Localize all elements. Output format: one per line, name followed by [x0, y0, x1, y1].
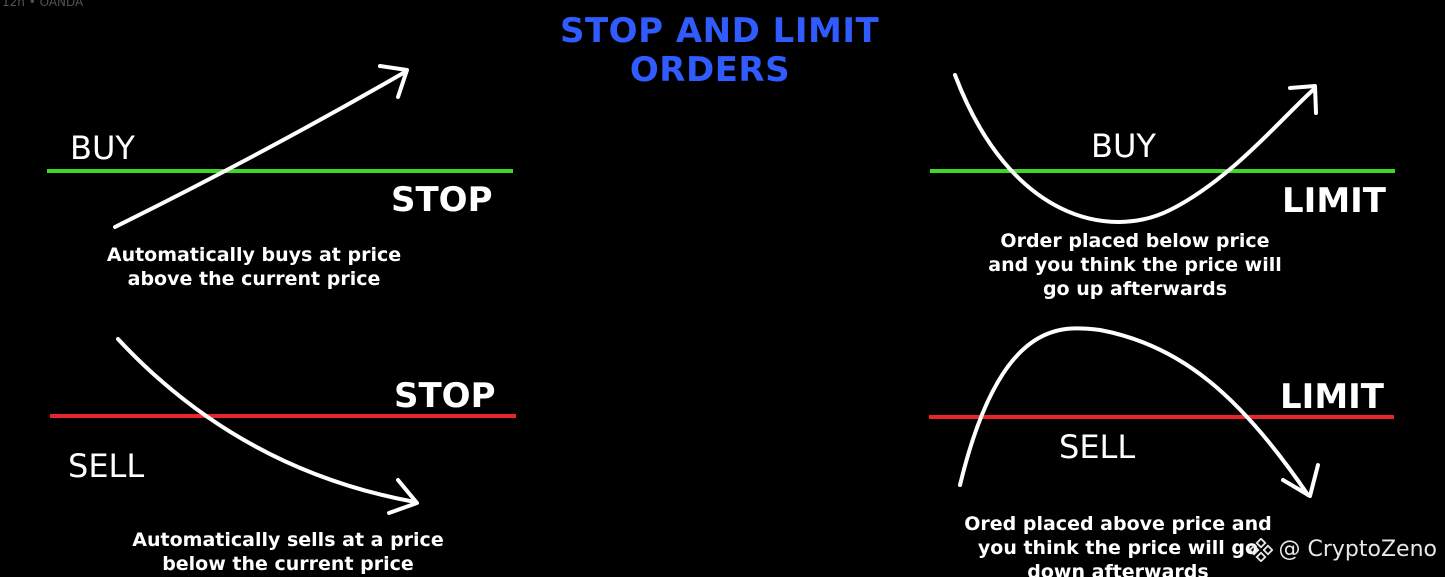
sell-stop-order-label: STOP — [394, 376, 496, 416]
sell-stop-desc-line-2: below the current price — [162, 553, 414, 575]
buy-stop-order-label: STOP — [391, 180, 493, 220]
sell-limit-arrowhead — [1281, 463, 1320, 498]
page-title: STOP AND LIMIT ORDERS — [560, 11, 880, 90]
buy-stop-desc-line-2: above the current price — [127, 268, 381, 290]
sell-limit-order-label: LIMIT — [1280, 377, 1384, 417]
sell-stop-description: Automatically sells at a price below the… — [108, 528, 468, 576]
chart-info-label: 12h • OANDA — [2, 0, 84, 9]
sell-stop-side-label: SELL — [68, 447, 145, 485]
buy-limit-desc-line-3: go up afterwards — [1042, 278, 1228, 300]
buy-stop-side-label: BUY — [70, 129, 135, 167]
sell-limit-arch-curve — [958, 326, 1310, 497]
buy-limit-arrowhead — [1288, 84, 1318, 115]
watermark-handle: @ CryptoZeno — [1278, 537, 1437, 562]
sell-limit-desc-line-3: down afterwards — [1027, 561, 1209, 577]
sell-stop-falling-arrow — [116, 337, 417, 504]
buy-limit-order-label: LIMIT — [1282, 181, 1386, 221]
buy-limit-description: Order placed below price and you think t… — [960, 229, 1310, 301]
binance-square-icon — [1248, 538, 1273, 562]
buy-limit-desc-line-1: Order placed below price — [1000, 230, 1270, 252]
buy-limit-desc-line-2: and you think the price will — [988, 254, 1282, 276]
sell-limit-side-label: SELL — [1059, 428, 1136, 466]
title-line-2: ORDERS — [629, 50, 791, 90]
buy-limit-u-curve — [953, 73, 1315, 224]
buy-stop-arrowhead — [378, 64, 409, 99]
buy-stop-rising-arrow — [113, 70, 407, 229]
buy-stop-desc-line-1: Automatically buys at price — [106, 244, 402, 266]
sell-limit-desc-line-2: you think the price will go — [977, 537, 1259, 559]
sell-limit-description: Ored placed above price and you think th… — [943, 512, 1293, 577]
sell-limit-desc-line-1: Ored placed above price and — [964, 513, 1272, 535]
buy-limit-side-label: BUY — [1091, 127, 1156, 165]
buy-stop-description: Automatically buys at price above the cu… — [84, 243, 424, 291]
sell-stop-arrowhead — [387, 478, 419, 515]
title-line-1: STOP AND LIMIT — [560, 11, 880, 51]
sell-stop-desc-line-1: Automatically sells at a price — [132, 529, 444, 551]
watermark: @ CryptoZeno — [1248, 536, 1437, 564]
